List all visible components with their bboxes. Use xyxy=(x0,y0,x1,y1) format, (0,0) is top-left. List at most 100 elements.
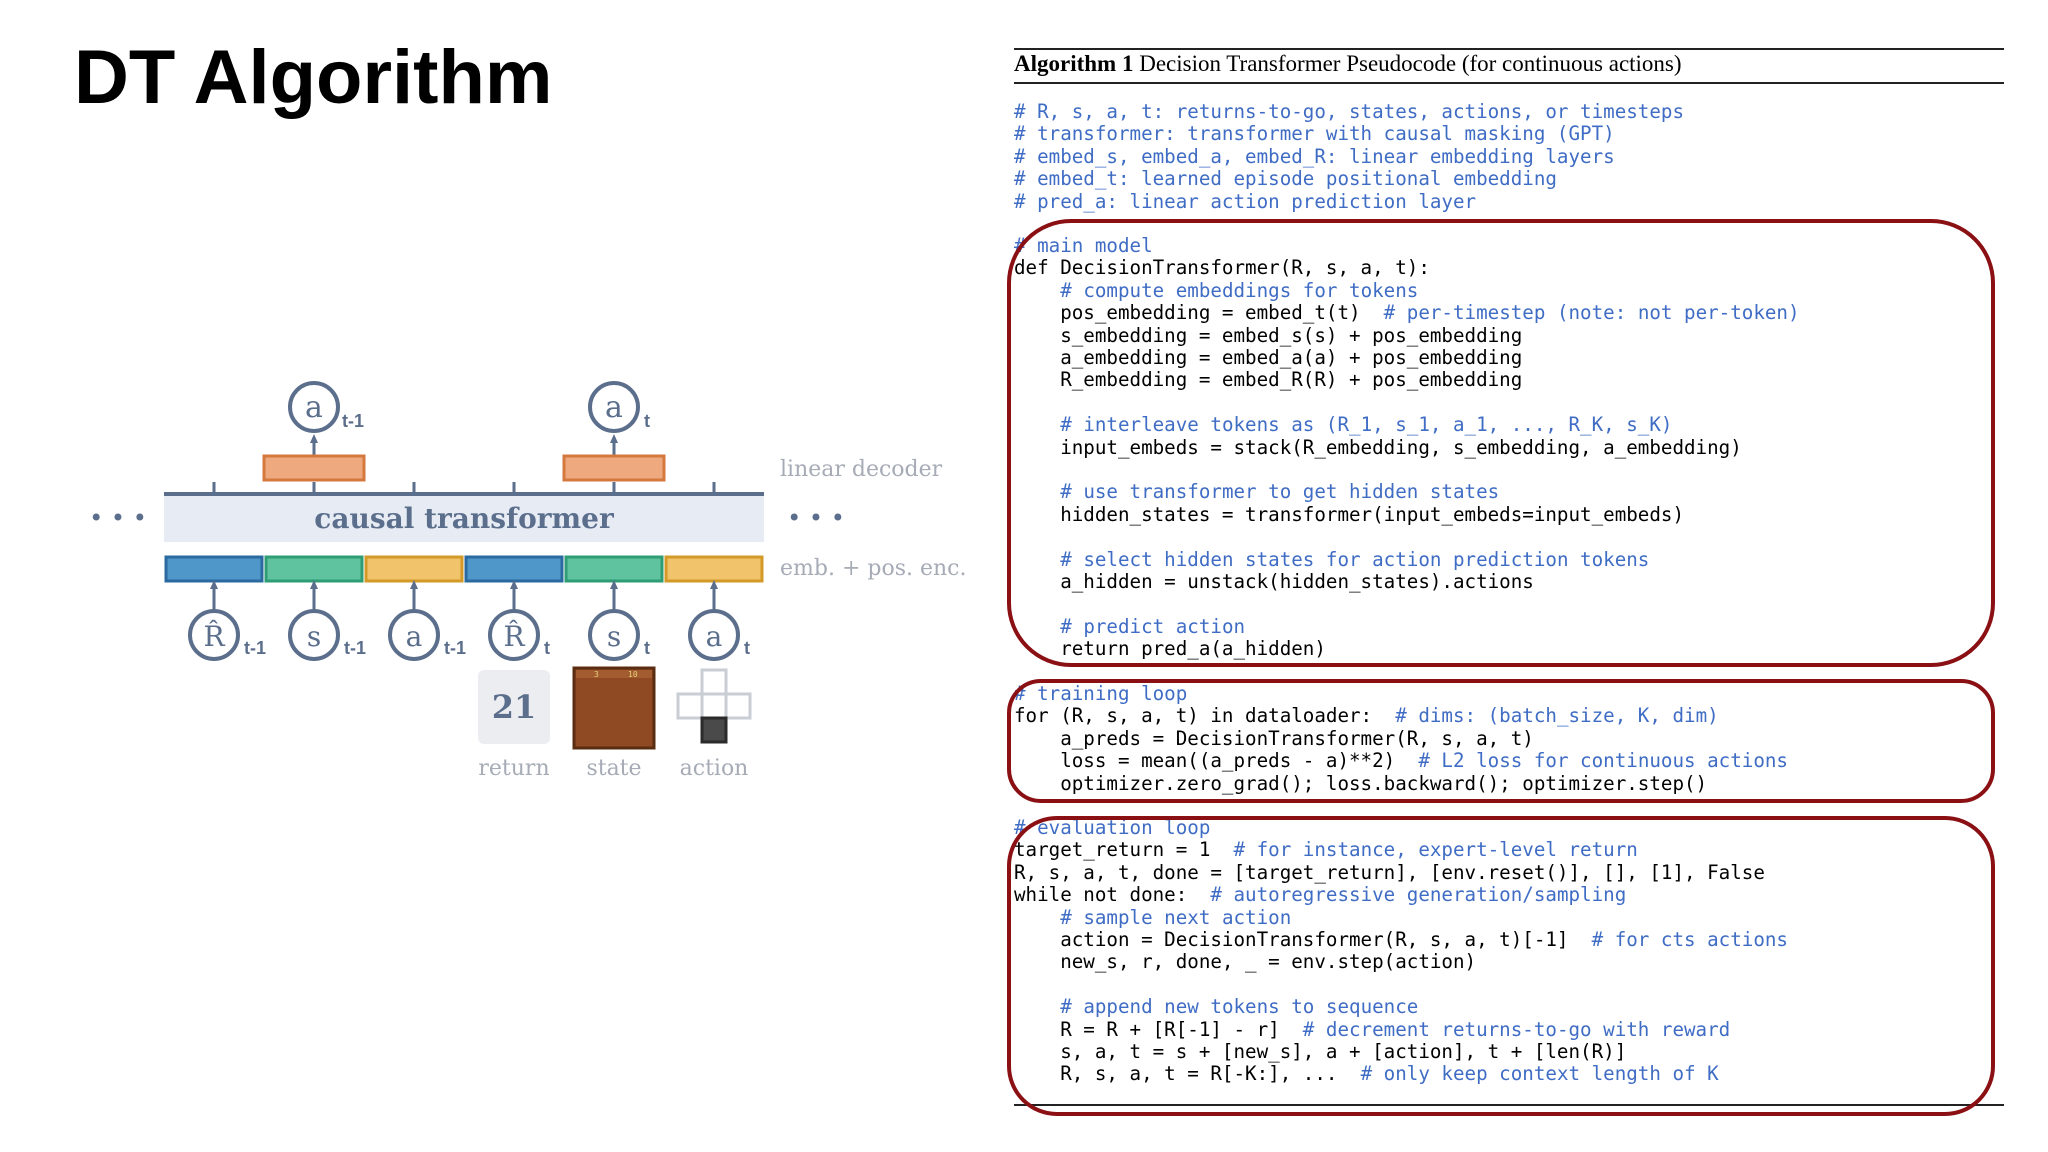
example-label-action: action xyxy=(680,756,749,781)
code-text: loss = mean((a_preds - a)**2) xyxy=(1014,749,1419,773)
code-comment: # select hidden states for action predic… xyxy=(1060,547,1650,571)
code-line: R = R + [R[-1] - r] # decrement returns-… xyxy=(1014,1018,1730,1041)
code-block-evaluation-loop: # evaluation loop target_return = 1 # fo… xyxy=(1014,816,1788,1086)
input-subscript: t-1 xyxy=(444,638,466,658)
code-comment: # only keep context length of K xyxy=(1360,1062,1719,1086)
output-symbol: a xyxy=(605,390,623,425)
code-text: s_embedding = embed_s(s) + pos_embedding xyxy=(1014,323,1523,347)
ellipsis-left: • • • xyxy=(89,504,147,532)
code-line: R, s, a, t = R[-K:], ... # only keep con… xyxy=(1014,1062,1719,1086)
code-line: # compute embeddings for tokens xyxy=(1014,279,1418,302)
code-line: a_preds = DecisionTransformer(R, s, a, t… xyxy=(1014,727,1534,750)
code-line: a_hidden = unstack(hidden_states).action… xyxy=(1014,570,1534,593)
code-line: s, a, t = s + [new_s], a + [action], t +… xyxy=(1014,1040,1626,1063)
code-comment: # sample next action xyxy=(1060,905,1292,929)
output-node-a-t: a t xyxy=(588,381,650,433)
code-comment: # embed_s, embed_a, embed_R: linear embe… xyxy=(1014,144,1615,168)
state-example-frame: 3 10 xyxy=(572,666,656,750)
linear-decoder-label: linear decoder xyxy=(780,457,943,482)
code-comment: # for cts actions xyxy=(1591,928,1788,952)
code-block-main-model: # main model def DecisionTransformer(R, … xyxy=(1014,234,1800,661)
code-comment: # autoregressive generation/sampling xyxy=(1210,883,1627,907)
code-comment: # embed_t: learned episode positional em… xyxy=(1014,167,1557,191)
code-comment: # for instance, expert-level return xyxy=(1233,838,1638,862)
code-text: s, a, t = s + [new_s], a + [action], t +… xyxy=(1014,1040,1627,1064)
input-symbol: R̂ xyxy=(503,620,525,653)
input-symbol: s xyxy=(307,620,321,653)
embedding-token-state xyxy=(264,555,364,583)
code-line: R, s, a, t, done = [target_return], [env… xyxy=(1014,861,1765,884)
code-line: # embed_t: learned episode positional em… xyxy=(1014,167,1557,190)
code-line: action = DecisionTransformer(R, s, a, t)… xyxy=(1014,928,1788,951)
code-line: optimizer.zero_grad(); loss.backward(); … xyxy=(1014,772,1707,795)
slide-title: DT Algorithm xyxy=(74,35,553,120)
code-text: R = R + [R[-1] - r] xyxy=(1014,1017,1303,1041)
highlight-evaluation-loop xyxy=(1007,816,1995,1116)
output-node-a-t-1: a t-1 xyxy=(288,381,364,433)
input-node-return-t-1: R̂ t-1 xyxy=(188,609,266,661)
code-line: hidden_states = transformer(input_embeds… xyxy=(1014,503,1684,526)
algorithm-top-rule xyxy=(1014,48,2004,50)
code-text: R_embedding = embed_R(R) + pos_embedding xyxy=(1014,368,1523,392)
input-node-state-t: s t xyxy=(588,609,650,661)
embedding-token-action xyxy=(664,555,764,583)
code-comment: # evaluation loop xyxy=(1014,816,1211,839)
example-label-state: state xyxy=(586,756,641,781)
code-line: # interleave tokens as (R_1, s_1, a_1, .… xyxy=(1014,413,1672,436)
return-example-tile xyxy=(478,670,550,744)
state-score-right: 10 xyxy=(628,670,638,679)
code-text: new_s, r, done, _ = env.step(action) xyxy=(1014,950,1477,974)
code-text: pos_embedding = embed_t(t) xyxy=(1014,301,1384,325)
code-comment: # use transformer to get hidden states xyxy=(1060,480,1500,504)
input-subscript: t xyxy=(544,638,550,658)
code-line: while not done: # autoregressive generat… xyxy=(1014,883,1626,906)
code-comment: # pred_a: linear action prediction layer xyxy=(1014,189,1477,213)
causal-transformer-box xyxy=(164,494,764,542)
input-arrows xyxy=(210,580,718,612)
output-symbol: a xyxy=(305,390,323,425)
embedding-token-action xyxy=(364,555,464,583)
decision-transformer-diagram: a t-1 a t linear decoder causal transfor… xyxy=(89,381,966,781)
code-line: # pred_a: linear action prediction layer xyxy=(1014,190,1476,213)
algorithm-header: Algorithm 1 Decision Transformer Pseudoc… xyxy=(1014,51,1682,77)
ellipsis-right: • • • xyxy=(787,504,845,532)
code-comment: # interleave tokens as (R_1, s_1, a_1, .… xyxy=(1060,413,1673,437)
input-symbol: a xyxy=(406,620,423,653)
input-subscript: t xyxy=(744,638,750,658)
algorithm-title: Decision Transformer Pseudocode (for con… xyxy=(1139,51,1682,76)
input-subscript: t-1 xyxy=(344,638,366,658)
code-line: R_embedding = embed_R(R) + pos_embedding xyxy=(1014,368,1522,391)
code-line: # sample next action xyxy=(1014,906,1291,929)
code-text: R, s, a, t, done = [target_return], [env… xyxy=(1014,860,1765,884)
input-subscript: t xyxy=(644,638,650,658)
action-example-dpad xyxy=(676,668,752,744)
code-text: hidden_states = transformer(input_embeds… xyxy=(1014,502,1685,526)
algorithm-bottom-rule xyxy=(1014,1104,2004,1106)
code-line: new_s, r, done, _ = env.step(action) xyxy=(1014,950,1476,973)
algorithm-header-rule xyxy=(1014,82,2004,84)
input-symbol: R̂ xyxy=(203,620,225,653)
output-subscript: t xyxy=(644,411,650,431)
embedding-label: emb. + pos. enc. xyxy=(780,556,966,581)
code-line: # use transformer to get hidden states xyxy=(1014,480,1499,503)
code-text: R, s, a, t = R[-K:], ... xyxy=(1014,1062,1361,1086)
input-subscript: t-1 xyxy=(244,638,266,658)
code-comment: # per-timestep (note: not per-token) xyxy=(1383,301,1800,325)
code-line: # transformer: transformer with causal m… xyxy=(1014,122,1615,145)
highlight-main-model xyxy=(1007,219,1995,667)
return-example-value: 21 xyxy=(492,688,537,726)
code-text: a_preds = DecisionTransformer(R, s, a, t… xyxy=(1014,726,1534,750)
code-block-header-comments: # R, s, a, t: returns-to-go, states, act… xyxy=(1014,100,1684,213)
code-line: loss = mean((a_preds - a)**2) # L2 loss … xyxy=(1014,749,1788,772)
embedding-token-state xyxy=(564,555,664,583)
example-label-return: return xyxy=(478,756,549,781)
code-text: return pred_a(a_hidden) xyxy=(1014,637,1326,661)
linear-decoder-box xyxy=(562,454,666,482)
state-score-left: 3 xyxy=(594,670,599,679)
code-text: optimizer.zero_grad(); loss.backward(); … xyxy=(1014,771,1708,795)
input-symbol: s xyxy=(607,620,621,653)
embedding-token-return xyxy=(164,555,264,583)
code-comment: # decrement returns-to-go with reward xyxy=(1302,1017,1731,1041)
code-text: while not done: xyxy=(1014,883,1211,907)
embedding-token-return xyxy=(464,555,564,583)
